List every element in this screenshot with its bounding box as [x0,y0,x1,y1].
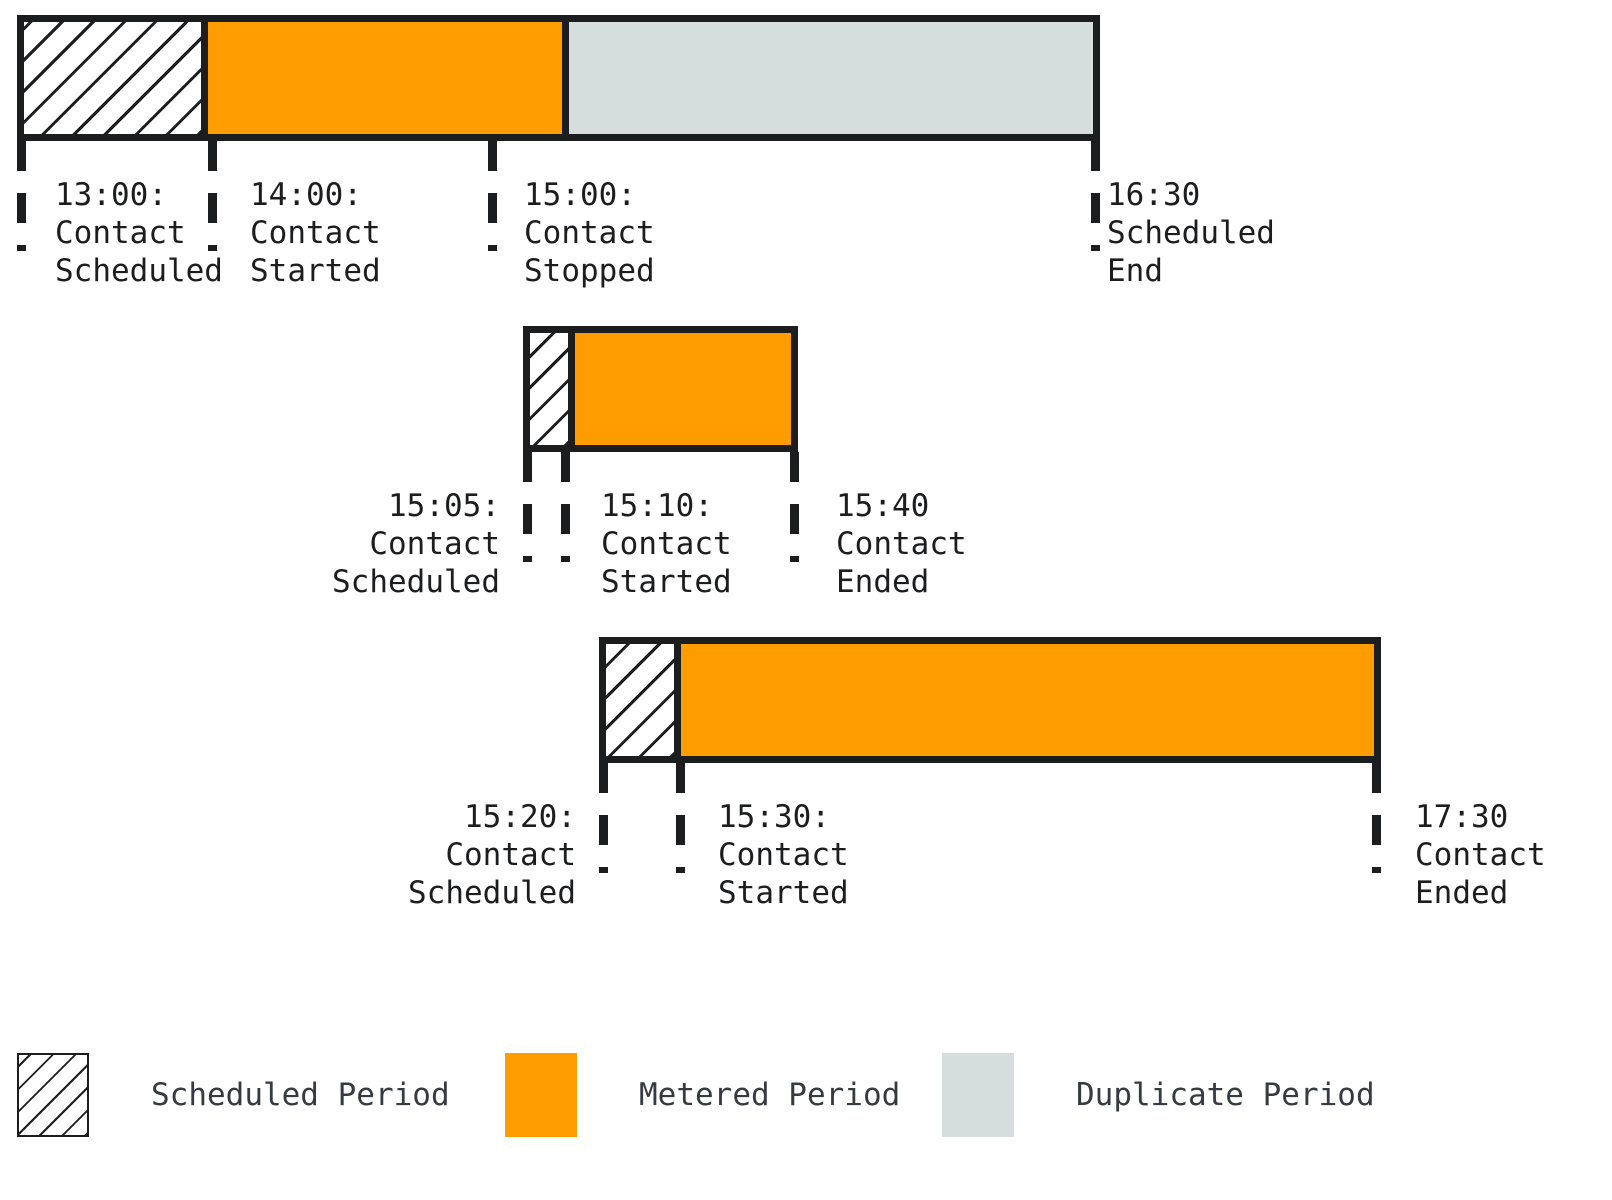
marker-time: 14:00: [250,177,362,213]
marker-event-line1: Contact [601,526,732,562]
marker-event-line2: Started [601,564,732,600]
legend: Scheduled Period Metered Period Duplicat… [0,1040,1612,1160]
marker-event-line1: Contact [1415,837,1546,873]
timeline-bar-contact-1 [17,15,1100,141]
marker-time: 16:30 [1107,177,1201,213]
tick-marker-15-40 [790,452,799,562]
marker-time: 17:30 [1415,799,1509,835]
marker-event-line2: Ended [836,564,930,600]
legend-label: Duplicate Period [1076,1076,1375,1113]
segment-metered-period [681,644,1374,756]
tick-marker-15-00 [488,141,497,251]
marker-time: 15:10: [601,488,713,524]
marker-time: 15:30: [718,799,830,835]
tick-marker-15-10 [561,452,570,562]
legend-swatch-duplicate-icon [942,1053,1014,1137]
tick-marker-16-30 [1091,141,1100,251]
marker-event-line2: Started [250,253,381,289]
segment-scheduled-period [530,333,575,445]
marker-event-line2: Scheduled [408,875,576,911]
segment-scheduled-period [24,22,208,134]
marker-event-line1: Scheduled [1107,215,1275,251]
tick-marker-17-30 [1372,763,1381,873]
marker-event-line2: Scheduled [55,253,223,289]
tick-marker-15-30 [676,763,685,873]
tick-marker-15-20 [599,763,608,873]
legend-swatch-metered-icon [505,1053,577,1137]
tick-marker-13-00 [17,141,26,251]
marker-event-line1: Contact [718,837,849,873]
marker-time: 15:00: [524,177,636,213]
marker-event-line2: Started [718,875,849,911]
legend-label: Metered Period [639,1076,901,1113]
timeline-bar-contact-2 [523,326,798,452]
marker-time: 13:00: [55,177,167,213]
marker-event-line2: Scheduled [332,564,500,600]
legend-item-metered-period: Metered Period [505,1040,900,1150]
segment-metered-period [208,22,562,134]
legend-swatch-scheduled-icon [17,1053,89,1137]
timeline-bar-contact-3 [599,637,1381,763]
segment-scheduled-period [606,644,681,756]
tick-marker-15-05 [523,452,532,562]
marker-time: 15:20: [464,799,576,835]
marker-time: 15:05: [388,488,500,524]
marker-event-line1: Contact [524,215,655,251]
legend-item-scheduled-period: Scheduled Period [17,1040,450,1150]
marker-event-line1: Contact [55,215,186,251]
marker-event-line1: Contact [250,215,381,251]
segment-metered-period [575,333,791,445]
marker-event-line2: End [1107,253,1163,289]
marker-event-line1: Contact [369,526,500,562]
legend-label: Scheduled Period [151,1076,450,1113]
marker-event-line1: Contact [836,526,967,562]
marker-event-line1: Contact [445,837,576,873]
segment-duplicate-period [562,22,1093,134]
tick-marker-14-00 [208,141,217,251]
marker-event-line2: Stopped [524,253,655,289]
marker-time: 15:40 [836,488,930,524]
marker-event-line2: Ended [1415,875,1509,911]
legend-item-duplicate-period: Duplicate Period [942,1040,1375,1150]
